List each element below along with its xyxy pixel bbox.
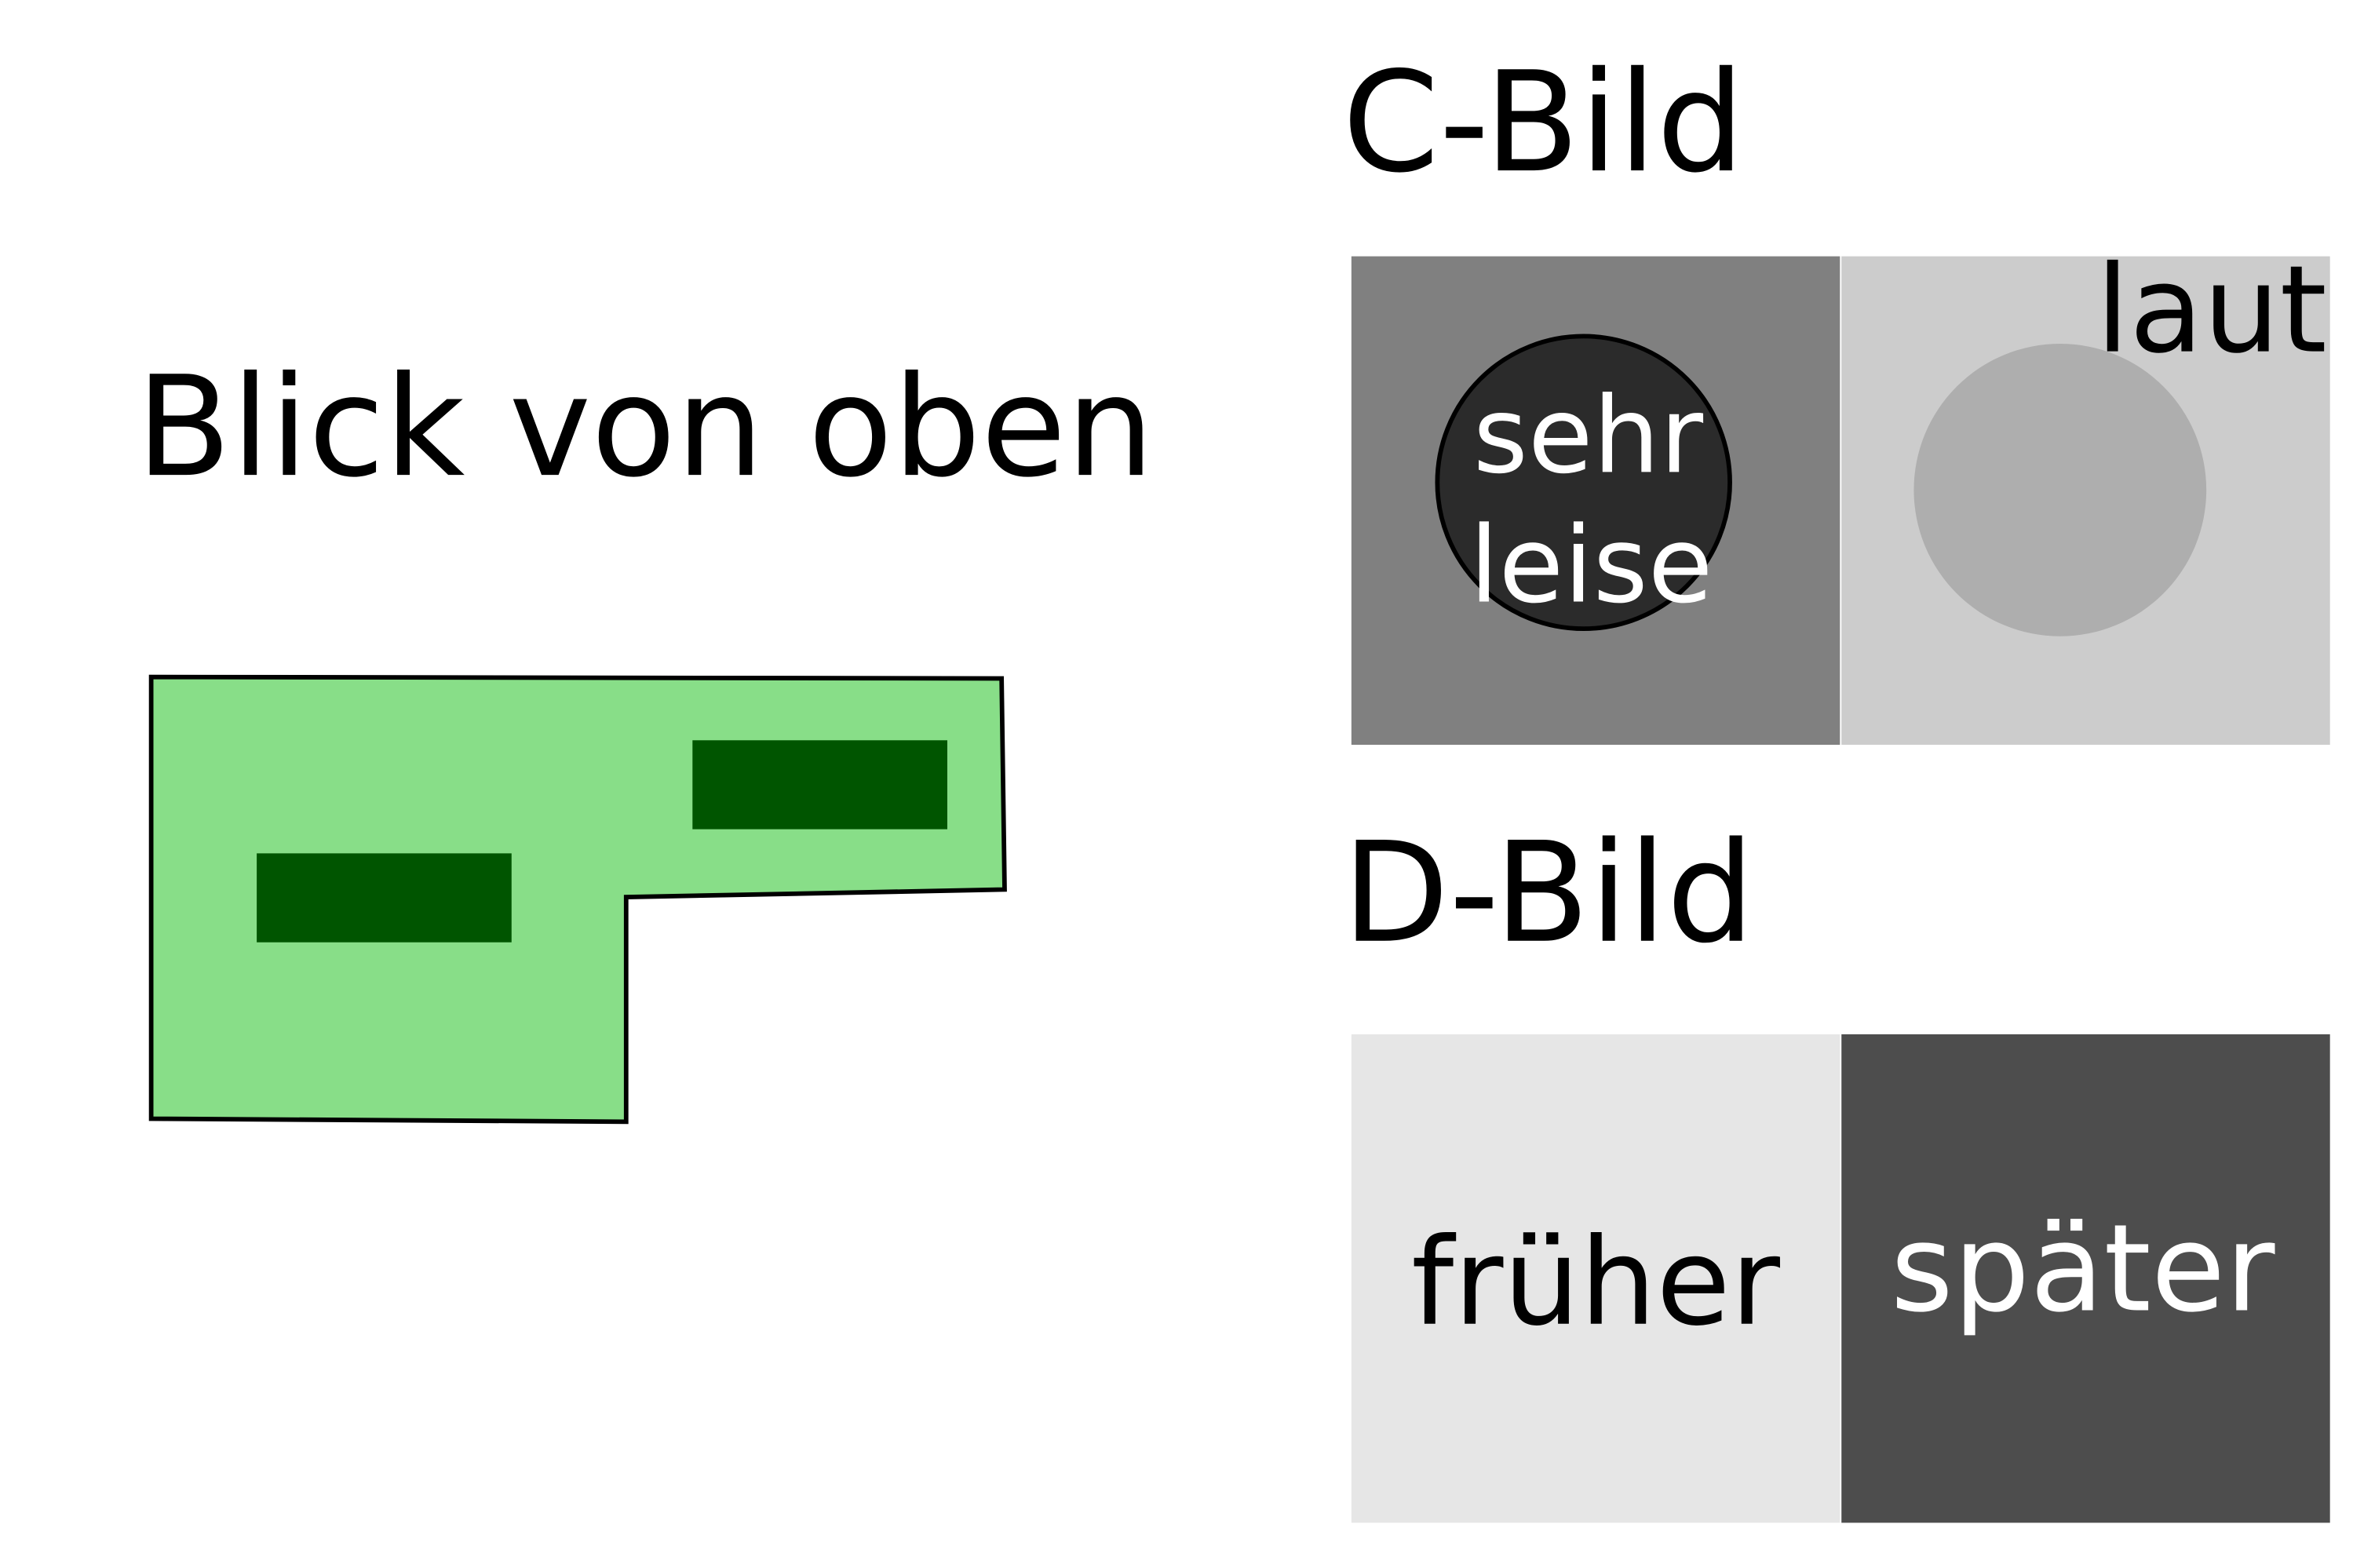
- d-image-right-panel: [1841, 1034, 2330, 1523]
- c-image-light-circle: [1913, 344, 2207, 636]
- c-image-circle-label-leise: leise: [1469, 504, 1713, 627]
- c-image-label-laut: laut: [2096, 240, 2327, 381]
- top-view-title: Blick von oben: [136, 346, 1154, 508]
- d-image-label-frueher: früher: [1411, 1212, 1781, 1353]
- c-image-title: C-Bild: [1342, 42, 1745, 203]
- d-image-left-panel: [1351, 1034, 1840, 1523]
- c-image-circle-label-sehr: sehr: [1473, 374, 1704, 497]
- d-image-label-spaeter: später: [1891, 1198, 2276, 1339]
- c-image-dark-circle: [1435, 334, 1732, 632]
- floor-plan-block-left: [257, 853, 512, 943]
- d-image-title: D-Bild: [1342, 812, 1754, 974]
- floor-plan-block-right: [692, 740, 947, 830]
